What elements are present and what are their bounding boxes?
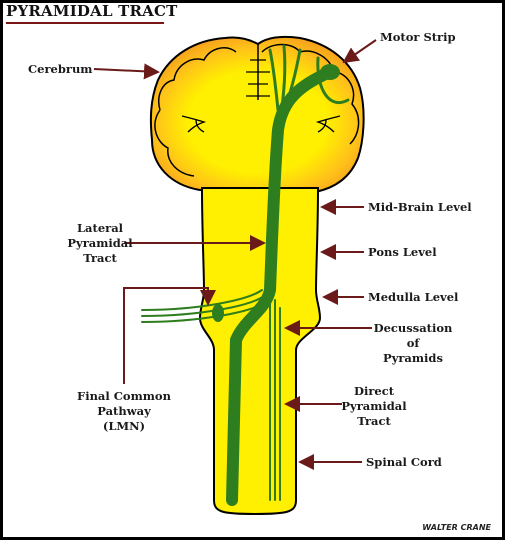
label-decussation: Decussation of Pyramids xyxy=(368,321,458,366)
label-pons: Pons Level xyxy=(368,245,437,259)
label-lateral-tract-line-2: Pyramidal xyxy=(67,236,133,250)
cerebrum-arrow xyxy=(93,63,160,80)
label-decussation-line-1: Decussation xyxy=(373,321,453,335)
label-cerebrum: Cerebrum xyxy=(28,62,93,76)
motor-cortex-fiber-1 xyxy=(268,48,280,112)
lmn-nucleus xyxy=(212,304,224,322)
fissure-sulci xyxy=(246,59,270,97)
right-sulcus xyxy=(315,115,341,133)
label-direct-tract-line-1: Direct xyxy=(353,384,395,398)
title-underline xyxy=(6,22,164,24)
label-arrows xyxy=(93,39,377,470)
motor-strip-origin xyxy=(320,64,340,80)
final-pathway-arrow xyxy=(123,287,216,384)
motor-cortex-fiber-3 xyxy=(280,48,302,118)
motor-strip-arrow xyxy=(342,39,377,64)
label-decussation-line-3: Pyramids xyxy=(383,351,443,365)
artist-signature: WALTER CRANE xyxy=(422,523,491,532)
label-decussation-line-2: of xyxy=(406,336,420,350)
figure-title: PYRAMIDAL TRACT xyxy=(6,2,178,20)
label-direct-tract-line-2: Pyramidal xyxy=(341,399,407,413)
label-final-pathway-line-3: (LMN) xyxy=(102,419,146,433)
lmn-fiber-1 xyxy=(141,289,263,311)
label-lateral-tract: Lateral Pyramidal Tract xyxy=(60,221,140,266)
label-lateral-tract-line-3: Tract xyxy=(83,251,117,265)
label-direct-tract: Direct Pyramidal Tract xyxy=(334,384,414,429)
label-mid-brain: Mid-Brain Level xyxy=(368,200,472,214)
lateral-tract-main xyxy=(226,66,336,506)
brainstem-and-spinal-cord xyxy=(198,187,322,516)
motor-cortex-fiber-4 xyxy=(316,56,350,104)
label-spinal-cord: Spinal Cord xyxy=(366,455,442,469)
label-final-pathway: Final Common Pathway (LMN) xyxy=(74,389,174,434)
label-lateral-tract-line-1: Lateral xyxy=(76,221,124,235)
label-medulla: Medulla Level xyxy=(368,290,459,304)
left-sulcus xyxy=(181,115,207,133)
label-motor-strip: Motor Strip xyxy=(380,30,456,44)
label-final-pathway-line-2: Pathway xyxy=(97,404,151,418)
label-final-pathway-line-1: Final Common xyxy=(77,389,171,403)
label-direct-tract-line-3: Tract xyxy=(357,414,391,428)
motor-cortex-fiber-2 xyxy=(278,44,287,122)
